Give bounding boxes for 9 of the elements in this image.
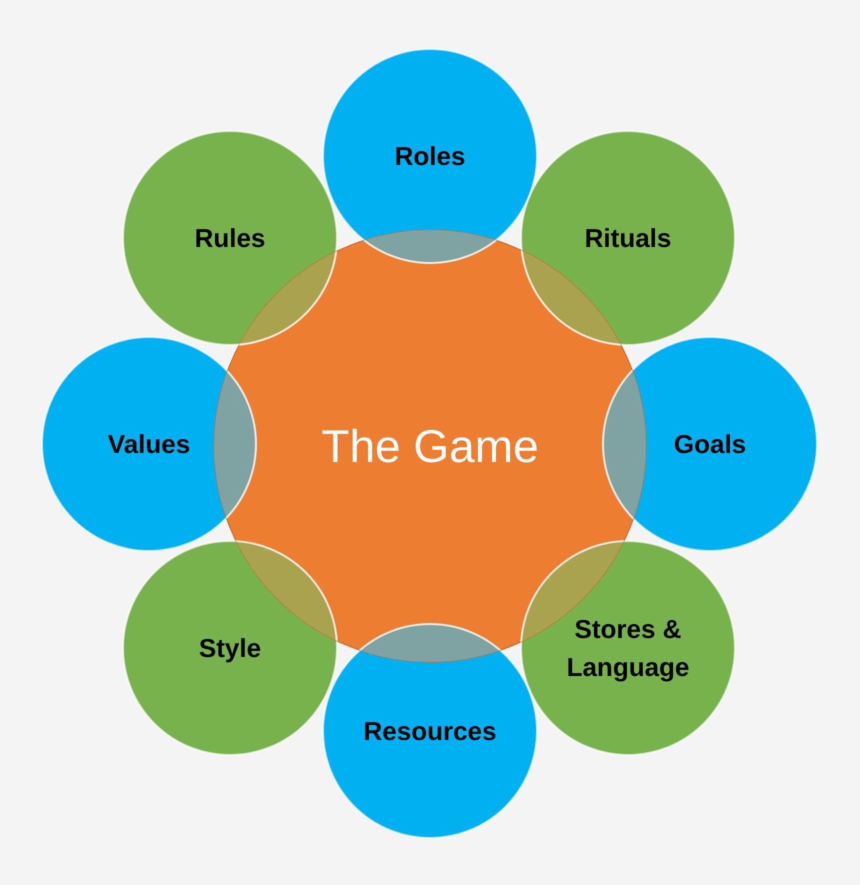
node-label: Goals <box>674 428 746 461</box>
node-label: Roles <box>394 140 466 173</box>
node-label: Rules <box>194 222 266 255</box>
node-label: Resources <box>364 715 496 748</box>
node-label: Values <box>108 428 190 461</box>
node-label: Style <box>198 632 262 665</box>
node-label: Rituals <box>584 222 672 255</box>
center-label: The Game <box>321 419 539 474</box>
node-label: Stores & Language <box>566 613 690 684</box>
